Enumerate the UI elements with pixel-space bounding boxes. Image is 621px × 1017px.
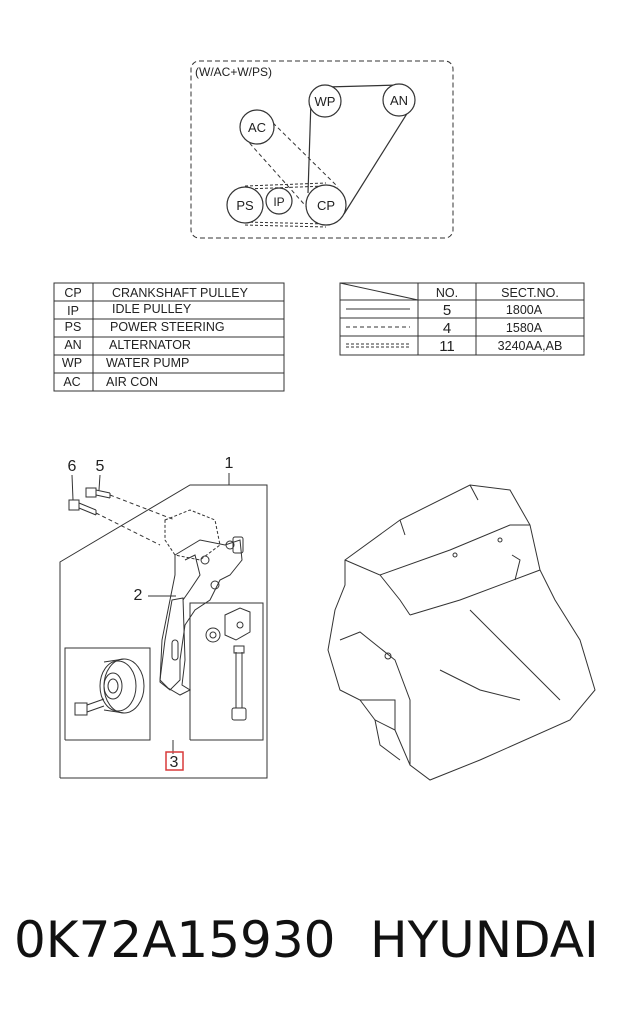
legend-name: IDLE PULLEY <box>112 302 192 316</box>
belt-no: 5 <box>443 302 451 319</box>
belt-diagram-caption: (W/AC+W/PS) <box>195 65 272 79</box>
svg-text:AN: AN <box>390 93 408 108</box>
belt-double-dashed <box>244 182 327 228</box>
part-number: 0K72A15930 <box>14 911 336 969</box>
svg-text:PS: PS <box>236 198 254 213</box>
adjuster <box>159 597 192 696</box>
callout-2: 2 <box>134 587 143 604</box>
pulley-wp: WP <box>308 84 342 118</box>
legend-code: IP <box>67 304 79 318</box>
belt-table-header-no: NO. <box>436 286 458 300</box>
callout-1: 1 <box>225 455 234 472</box>
belt-sample-double-dashed <box>346 343 410 348</box>
pulley-ac: AC <box>239 109 275 145</box>
belt-routing-diagram: (W/AC+W/PS) WP AN AC <box>190 60 454 239</box>
washer <box>205 627 221 643</box>
pulley-cp: CP <box>305 184 347 226</box>
pulley-bolt <box>74 698 105 716</box>
belt-sect: 1580A <box>506 321 543 335</box>
legend-code: CP <box>64 286 81 300</box>
legend-code: AN <box>64 338 81 352</box>
svg-text:CP: CP <box>317 198 335 213</box>
adjusting-block <box>224 607 251 641</box>
belt-table-header-sect: SECT.NO. <box>501 286 559 300</box>
belt-sect: 1800A <box>506 303 543 317</box>
brand-name: HYUNDAI <box>370 911 599 969</box>
svg-text:AC: AC <box>248 120 266 135</box>
long-bolt <box>231 645 247 721</box>
svg-text:IP: IP <box>273 195 284 209</box>
callout-6: 6 <box>68 458 77 475</box>
callout-5: 5 <box>96 458 105 475</box>
legend-code: WP <box>62 356 82 370</box>
callout-3-highlight <box>165 751 184 771</box>
pulley-ip: IP <box>265 187 293 215</box>
bracket <box>159 509 244 691</box>
legend-name: POWER STEERING <box>110 320 225 334</box>
legend-name: AIR CON <box>106 375 158 389</box>
bolt-5 <box>85 487 111 499</box>
legend-name: WATER PUMP <box>106 356 189 370</box>
belt-sect: 3240AA,AB <box>498 339 563 353</box>
legend-code: PS <box>65 320 82 334</box>
idler-pulley <box>99 658 145 714</box>
belt-no: 11 <box>439 338 455 355</box>
callout-3: 3 <box>170 754 179 771</box>
parts-diagram: (W/AC+W/PS) WP AN AC <box>53 60 596 781</box>
legend-code: AC <box>63 375 80 389</box>
header-diagonal <box>339 282 419 301</box>
belt-no: 4 <box>443 320 451 337</box>
svg-text:WP: WP <box>315 94 336 109</box>
belt-solid <box>307 84 414 215</box>
legend-name: CRANKSHAFT PULLEY <box>112 286 249 300</box>
belt-diagram-frame <box>190 60 454 239</box>
belt-dashed <box>244 117 339 214</box>
bolt-6 <box>68 499 97 516</box>
engine-block <box>327 484 596 781</box>
belt-table: NO. SECT.NO. 5 1800A 4 1580A 11 3240AA,A… <box>339 282 585 356</box>
legend-table: CP CRANKSHAFT PULLEY IP IDLE PULLEY PS P… <box>53 282 285 392</box>
footer: 0K72A15930 HYUNDAI <box>0 905 621 975</box>
exploded-view: 6 5 1 2 <box>59 455 596 781</box>
pulley-ps: PS <box>226 186 264 224</box>
pulley-an: AN <box>382 83 416 117</box>
legend-name: ALTERNATOR <box>109 338 191 352</box>
